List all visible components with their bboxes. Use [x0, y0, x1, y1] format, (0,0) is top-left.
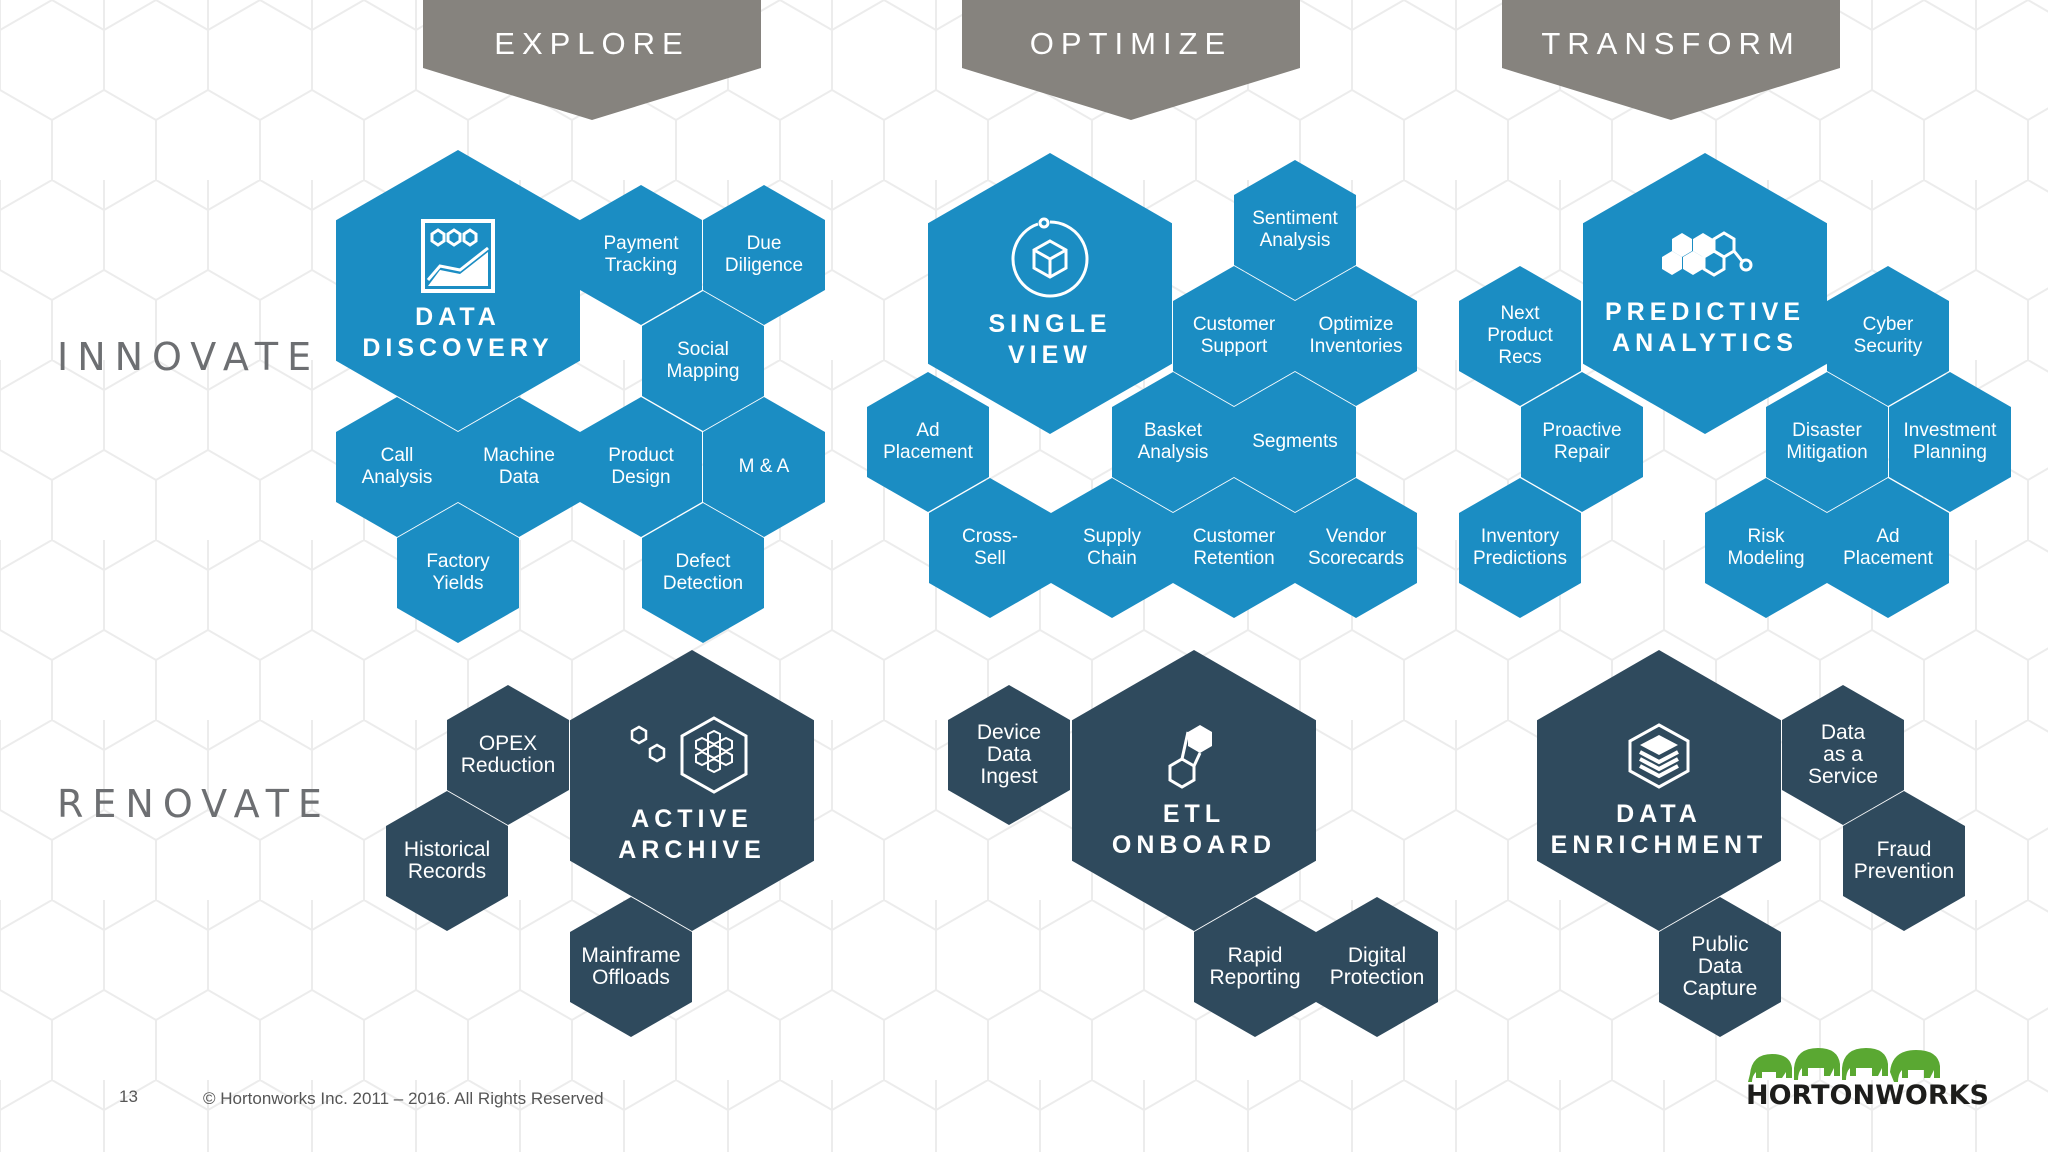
hex-label: Historical Records [403, 838, 491, 883]
row-label-renovate: RENOVATE [57, 782, 331, 826]
hex-supply-chain: Supply Chain [1051, 478, 1173, 618]
hex-label: Basket Analysis [1137, 420, 1209, 463]
hex-label: Vendor Scorecards [1307, 526, 1405, 569]
hex-label: Call Analysis [361, 445, 433, 488]
hex-label: Public Data Capture [1682, 933, 1758, 1000]
hex-label: Fraud Prevention [1853, 838, 1955, 883]
hex-vendor-scorecards: Vendor Scorecards [1295, 478, 1417, 618]
hex-label: Optimize Inventories [1309, 314, 1403, 357]
hex-label: Sentiment Analysis [1252, 208, 1338, 251]
hex-data-as-a-service: Data as a Service [1782, 685, 1904, 825]
hex-label: Customer Support [1192, 314, 1276, 357]
hex-customer-retention: Customer Retention [1173, 478, 1295, 618]
hex-title: DATA DISCOVERY [362, 302, 554, 362]
hex-next-product-recs: Next Product Recs [1459, 266, 1581, 406]
logo-text: HORTONWORKS [1746, 1080, 1989, 1111]
hex-label: Supply Chain [1082, 526, 1142, 569]
hex-label: Cross- Sell [962, 526, 1018, 569]
hex-digital-protection: Digital Protection [1316, 897, 1438, 1037]
hex-label: Payment Tracking [603, 233, 679, 276]
hex-proactive-repair: Proactive Repair [1521, 372, 1643, 512]
hex-optimize-inventories: Optimize Inventories [1295, 266, 1417, 406]
hex-title: DATA ENRICHMENT [1550, 799, 1768, 859]
hex-label: Device Data Ingest [976, 721, 1042, 788]
hex-label: Social Mapping [666, 339, 740, 382]
hex-label: Risk Modeling [1727, 526, 1805, 569]
hex-label: Customer Retention [1192, 526, 1276, 569]
hex-label: OPEX Reduction [460, 732, 556, 777]
hex-basket-analysis: Basket Analysis [1112, 372, 1234, 512]
hex-title: ACTIVE ARCHIVE [618, 804, 766, 864]
hex-label: Machine Data [483, 445, 555, 488]
hex-fraud-prevention: Fraud Prevention [1843, 791, 1965, 931]
hex-title: ETL ONBOARD [1111, 799, 1277, 859]
active-archive-icon [630, 715, 748, 794]
page-number: 13 [119, 1087, 138, 1106]
hex-public-data-capture: Public Data Capture [1659, 897, 1781, 1037]
data-enrichment-icon [1628, 722, 1690, 789]
hex-title: PREDICTIVE ANALYTICS [1604, 297, 1806, 357]
elephant-logo [1748, 1048, 1940, 1082]
hex-label: Cyber Security [1853, 314, 1923, 357]
predictive-analytics-icon [1662, 230, 1753, 277]
hex-label: Defect Detection [662, 551, 744, 594]
hex-label: Inventory Predictions [1473, 526, 1567, 569]
hex-label: Product Design [608, 445, 674, 488]
hex-label: Ad Placement [883, 420, 973, 463]
hex-label: Segments [1252, 431, 1338, 452]
hex-inventory-predictions: Inventory Predictions [1459, 478, 1581, 618]
row-label-innovate: INNOVATE [57, 335, 321, 379]
hex-label: Mainframe Offloads [581, 944, 681, 989]
hex-label: Proactive Repair [1542, 420, 1622, 463]
hex-label: Investment Planning [1903, 420, 1997, 463]
hex-label: M & A [738, 456, 790, 477]
hex-label: Next Product Recs [1487, 303, 1553, 368]
hex-label: Factory Yields [426, 551, 490, 594]
hex-label: Disaster Mitigation [1786, 420, 1868, 463]
hex-title: SINGLE VIEW [988, 309, 1112, 369]
hex-segments: Segments [1234, 372, 1356, 512]
hex-label: Digital Protection [1329, 944, 1425, 989]
hex-ad-placement-transform: Ad Placement [1827, 478, 1949, 618]
hex-customer-support: Customer Support [1173, 266, 1295, 406]
hex-rapid-reporting: Rapid Reporting [1194, 897, 1316, 1037]
single-view-icon [1011, 217, 1089, 297]
hex-label: Data as a Service [1807, 721, 1879, 788]
hex-label: Ad Placement [1843, 526, 1933, 569]
hex-label: Due Diligence [724, 233, 804, 276]
hex-risk-modeling: Risk Modeling [1705, 478, 1827, 618]
hex-investment-planning: Investment Planning [1889, 372, 2011, 512]
hex-disaster-mitigation: Disaster Mitigation [1766, 372, 1888, 512]
data-discovery-icon [421, 218, 495, 293]
hex-sentiment-analysis: Sentiment Analysis [1234, 160, 1356, 300]
hex-label: Rapid Reporting [1209, 944, 1301, 989]
etl-onboard-icon [1168, 724, 1212, 789]
hex-cyber-security: Cyber Security [1827, 266, 1949, 406]
copyright: © Hortonworks Inc. 2011 – 2016. All Righ… [203, 1089, 604, 1108]
